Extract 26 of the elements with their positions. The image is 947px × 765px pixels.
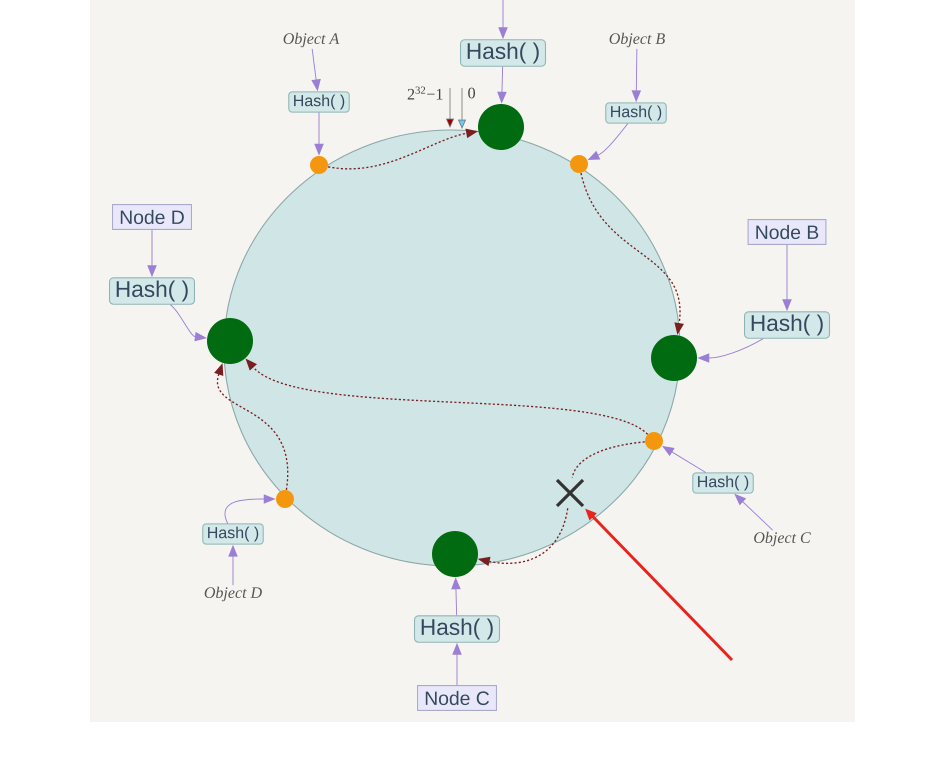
cross-mark — [555, 478, 585, 508]
hash-box: Hash( ) — [744, 311, 830, 339]
node-point — [651, 335, 697, 381]
object-label: Object C — [754, 532, 811, 546]
node-box: Node B — [748, 219, 826, 245]
key-point — [645, 432, 663, 450]
hash-box: Hash( ) — [460, 39, 546, 67]
key-point — [310, 156, 328, 174]
hash-box: Hash( ) — [414, 615, 500, 643]
hash-box: Hash( ) — [108, 277, 196, 305]
object-label: Object B — [610, 32, 665, 48]
node-box: Node C — [417, 685, 497, 711]
range-label: 0 — [468, 88, 475, 98]
node-box: Node D — [112, 204, 192, 230]
range-label: 2$^{32}$−1 — [408, 86, 442, 100]
object-label: Object A — [284, 32, 340, 48]
hash-box: Hash( ) — [605, 102, 667, 124]
hash-box: Hash( ) — [692, 472, 754, 494]
key-point — [570, 155, 588, 173]
node-point — [432, 531, 478, 577]
node-point — [478, 104, 524, 150]
hash-box: Hash( ) — [202, 523, 264, 545]
key-point — [276, 490, 294, 508]
hash-box: Hash( ) — [288, 91, 350, 113]
node-point — [207, 318, 253, 364]
object-label: Object D — [204, 586, 262, 602]
